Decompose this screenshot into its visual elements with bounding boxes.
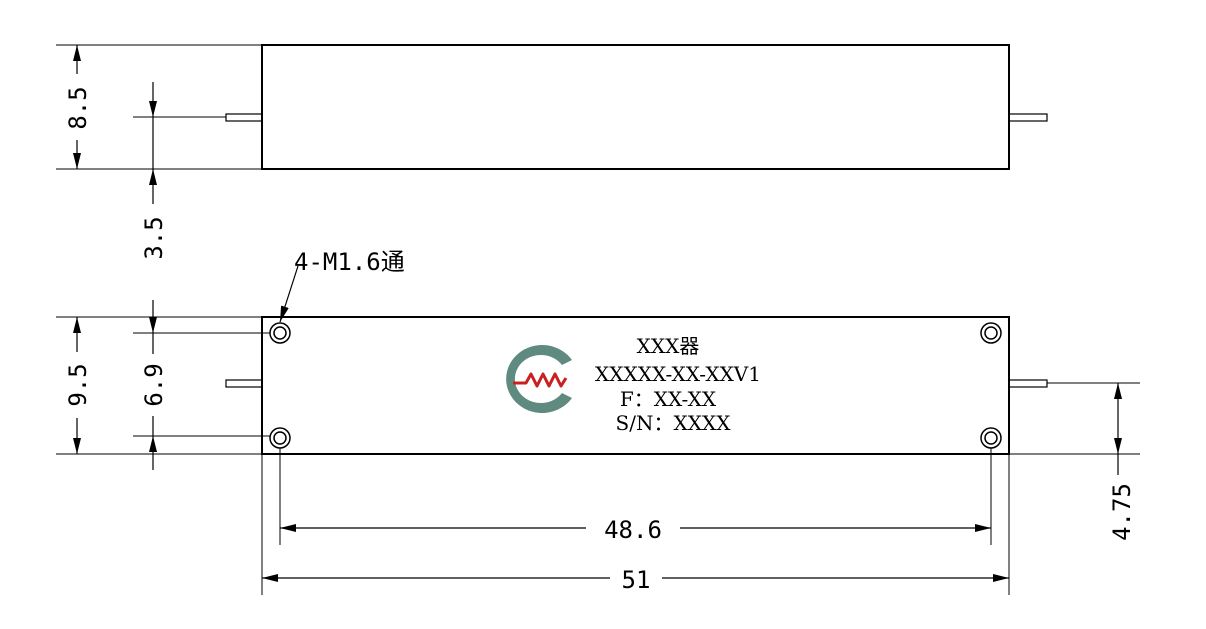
hole-top-left bbox=[269, 322, 291, 344]
dim-pin-height: 4.75 bbox=[1108, 383, 1136, 541]
dim-hole-spacing-v: 6.9 bbox=[140, 300, 168, 470]
dim-front-height-text: 9.5 bbox=[64, 363, 92, 406]
front-left-pin bbox=[225, 379, 263, 388]
hole-callout: 4-M1.6通 bbox=[279, 248, 405, 323]
dim-hole-spacing-v-text: 6.9 bbox=[140, 363, 168, 406]
hole-top-right bbox=[980, 322, 1002, 344]
dim-hole-spacing-h: 48.6 bbox=[280, 516, 991, 544]
front-right-pin bbox=[1008, 379, 1048, 388]
label-line-4: S/N：XXXX bbox=[616, 411, 732, 435]
top-view bbox=[225, 44, 1048, 170]
label-line-3: F：XX-XX bbox=[620, 387, 717, 411]
dim-pin-offset: 3.5 bbox=[140, 82, 168, 260]
dim-pin-height-text: 4.75 bbox=[1108, 483, 1136, 541]
dim-total-length: 51 bbox=[262, 566, 1009, 594]
dim-hole-spacing-h-text: 48.6 bbox=[604, 516, 662, 544]
label-line-2: XXXXX-XX-XXV1 bbox=[595, 362, 761, 386]
hole-bottom-right bbox=[980, 427, 1002, 449]
dim-top-height-text: 8.5 bbox=[64, 86, 92, 129]
logo-wave bbox=[513, 372, 568, 388]
company-logo bbox=[506, 344, 572, 413]
top-right-pin bbox=[1008, 113, 1048, 122]
dim-total-length-text: 51 bbox=[622, 566, 651, 594]
top-view-body bbox=[261, 44, 1010, 170]
hole-bottom-left bbox=[269, 427, 291, 449]
front-view: XXX器 XXXXX-XX-XXV1 F：XX-XX S/N：XXXX bbox=[225, 316, 1048, 455]
dim-pin-offset-text: 3.5 bbox=[140, 216, 168, 259]
dim-front-height: 9.5 bbox=[64, 317, 92, 454]
hole-callout-text: 4-M1.6通 bbox=[294, 248, 405, 276]
dim-top-height: 8.5 bbox=[64, 45, 92, 169]
top-left-pin bbox=[225, 113, 263, 122]
label-line-1: XXX器 bbox=[637, 334, 700, 358]
